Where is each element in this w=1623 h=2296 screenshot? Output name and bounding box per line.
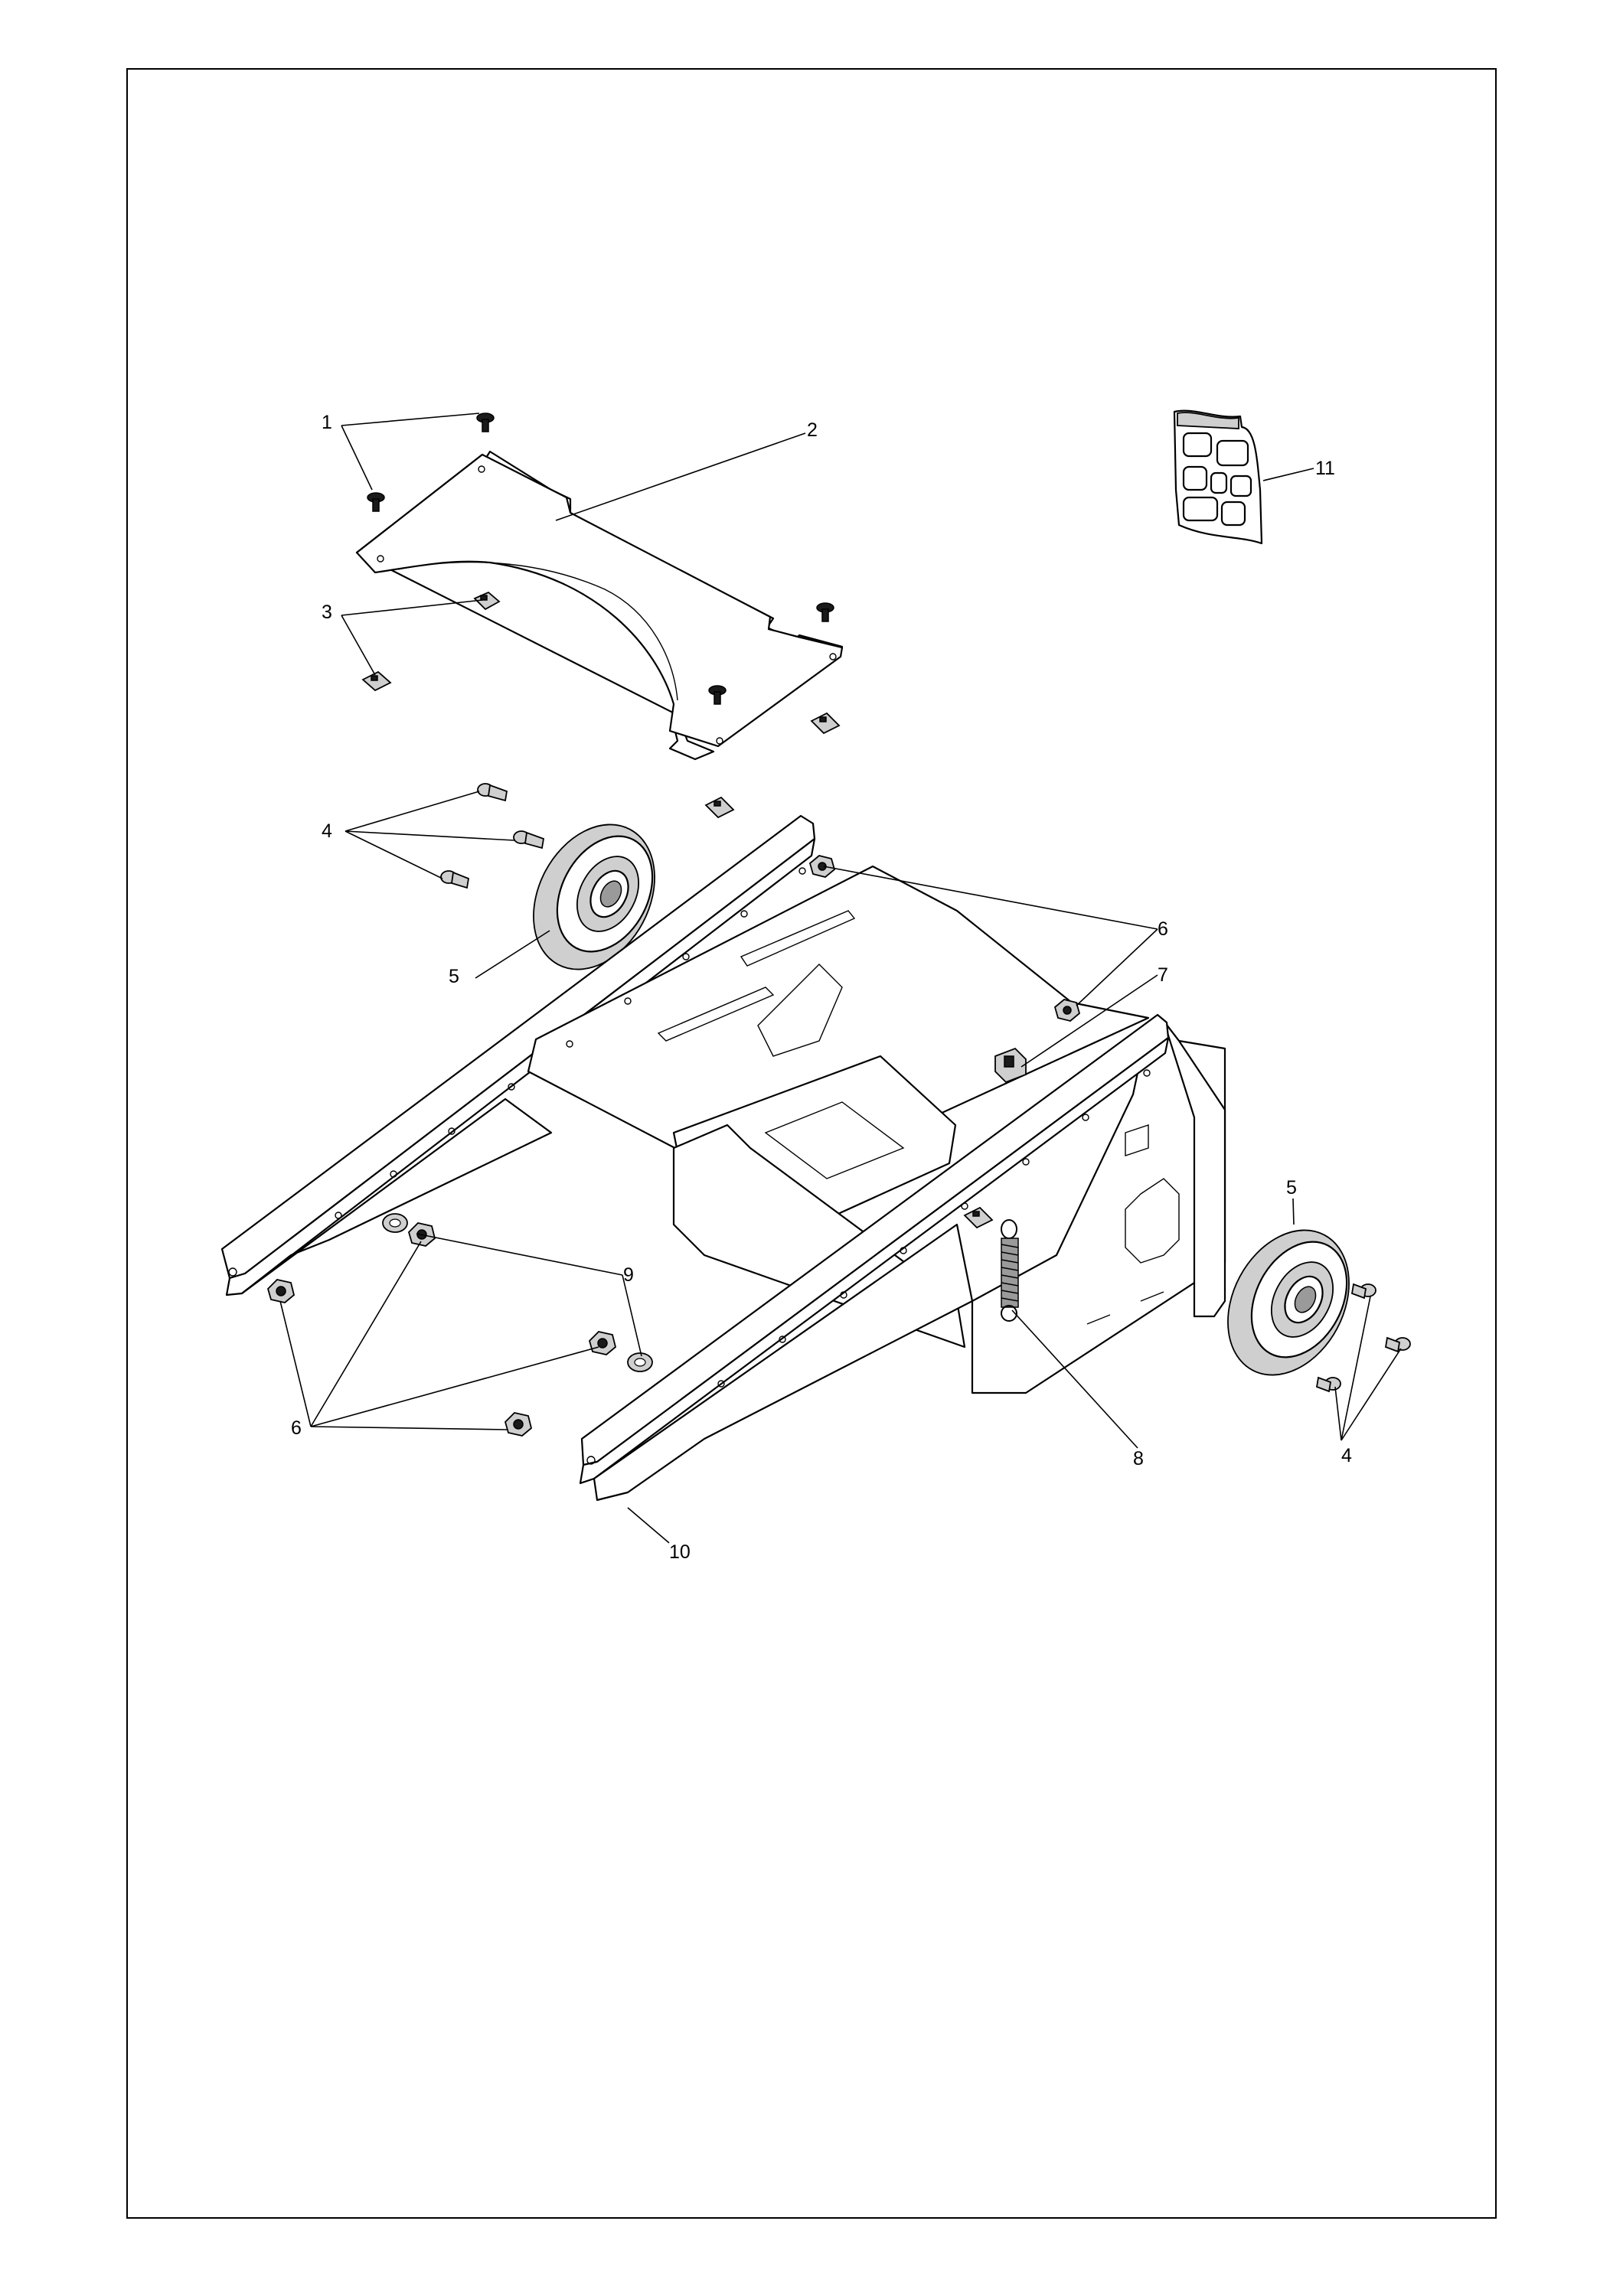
part-1-screw (367, 492, 385, 512)
part-6-nut (1053, 999, 1081, 1022)
callout-5: 5 (449, 966, 459, 987)
callout-6: 6 (1158, 918, 1168, 940)
page-border (126, 68, 1497, 2219)
callout-2: 2 (807, 419, 818, 441)
part-10-main-frame (220, 814, 1226, 1502)
callout-3: 3 (322, 602, 332, 623)
part-4-bolt (1350, 1283, 1376, 1300)
part-6-nut (266, 1279, 296, 1303)
part-6-nut (808, 855, 836, 878)
part-1-screw (708, 685, 727, 705)
callout-10: 10 (669, 1541, 691, 1563)
part-3-clip-nut (473, 591, 501, 611)
callout-6: 6 (291, 1417, 302, 1439)
callout-8: 8 (1133, 1448, 1144, 1469)
part-3-clip-nut (810, 712, 841, 735)
part-3-clip-nut (704, 796, 735, 819)
callout-7: 7 (1158, 964, 1168, 986)
part-4-bolt (513, 830, 545, 850)
part-9-washer (382, 1213, 408, 1233)
part-6-nut (504, 1412, 533, 1437)
part-4-bolt (1315, 1376, 1341, 1393)
part-9-washer (627, 1352, 653, 1372)
callout-4: 4 (322, 820, 332, 842)
callout-5: 5 (1286, 1177, 1297, 1199)
part-4-bolt (440, 870, 470, 889)
part-4-bolt (477, 783, 508, 802)
part-2-cover-plate (355, 450, 844, 761)
part-1-screw (816, 602, 834, 622)
leader-lines (279, 413, 1402, 1544)
callout-11: 11 (1315, 458, 1335, 479)
part-7-clip (994, 1047, 1027, 1084)
part-5-bearing-flange (1227, 1229, 1350, 1376)
part-1-screw (476, 413, 495, 432)
part-4-bolt (1384, 1336, 1411, 1353)
part-11-decal-sheet (1173, 409, 1263, 545)
part-6-nut (588, 1331, 617, 1355)
callout-9: 9 (623, 1264, 634, 1286)
part-3-clip-nut (361, 670, 392, 692)
part-5-bearing-flange (533, 823, 655, 970)
part-8-spring (1001, 1219, 1019, 1322)
part-3-clip-nut (963, 1206, 994, 1229)
callout-1: 1 (322, 412, 332, 433)
callout-4: 4 (1341, 1445, 1352, 1466)
